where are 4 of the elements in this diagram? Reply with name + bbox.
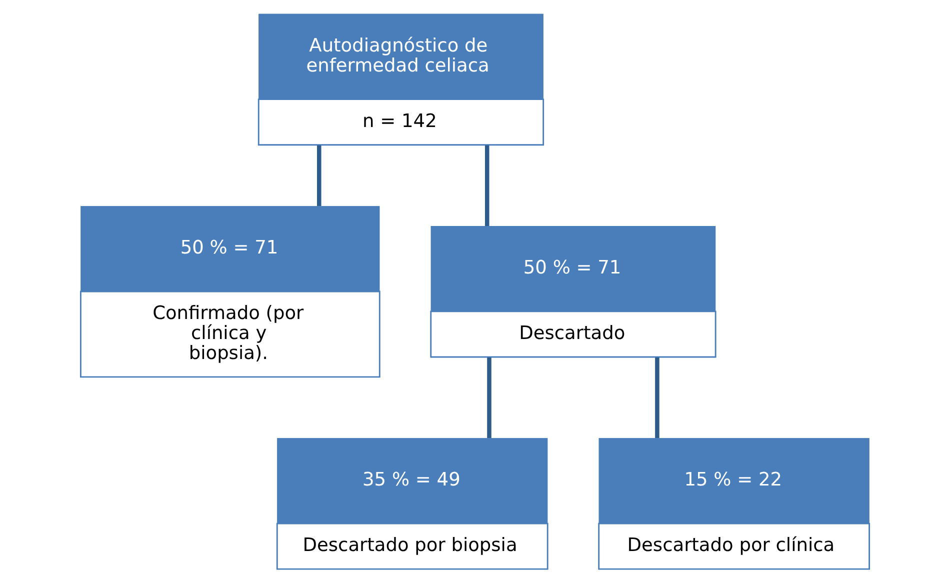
connector [316, 145, 321, 206]
connector [654, 357, 659, 438]
connector [484, 145, 489, 226]
connector [486, 357, 491, 438]
